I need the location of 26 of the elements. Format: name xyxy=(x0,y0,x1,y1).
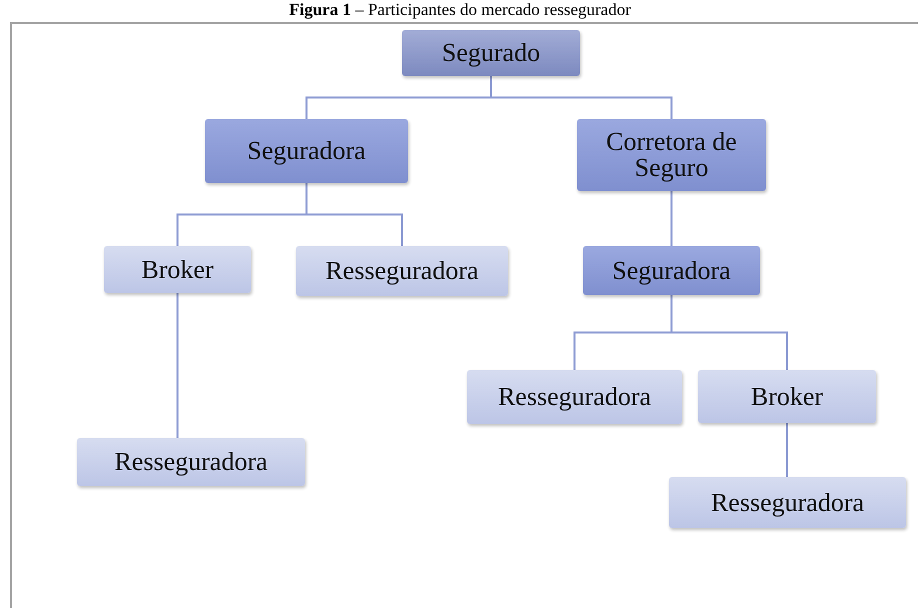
org-box xyxy=(205,119,408,183)
connector-line xyxy=(670,191,672,246)
org-box xyxy=(577,119,766,191)
node-label: Broker xyxy=(750,384,824,410)
node-label: Resseguradora xyxy=(325,258,479,284)
node-label: Corretora de Seguro xyxy=(605,129,738,181)
connector-line xyxy=(176,293,178,438)
node-label: Segurado xyxy=(442,40,540,66)
org-box xyxy=(669,477,906,528)
node-label: Resseguradora xyxy=(710,490,864,516)
org-box xyxy=(467,370,682,424)
node-label: Seguradora xyxy=(247,138,366,164)
node-label: Resseguradora xyxy=(498,384,652,410)
connector-line xyxy=(306,183,403,246)
connector-line xyxy=(786,423,788,477)
node-label: Seguradora xyxy=(612,258,731,284)
node-label: Resseguradora xyxy=(114,449,268,475)
org-box xyxy=(402,30,580,76)
org-box xyxy=(296,246,508,296)
node-label: Broker xyxy=(141,256,214,282)
org-box xyxy=(698,370,876,423)
org-box xyxy=(77,438,305,486)
org-box xyxy=(104,246,251,293)
org-box xyxy=(583,246,760,295)
connector-line xyxy=(490,76,672,119)
figure-title: Figura 1 – Participantes do mercado ressegurador xyxy=(288,0,632,20)
